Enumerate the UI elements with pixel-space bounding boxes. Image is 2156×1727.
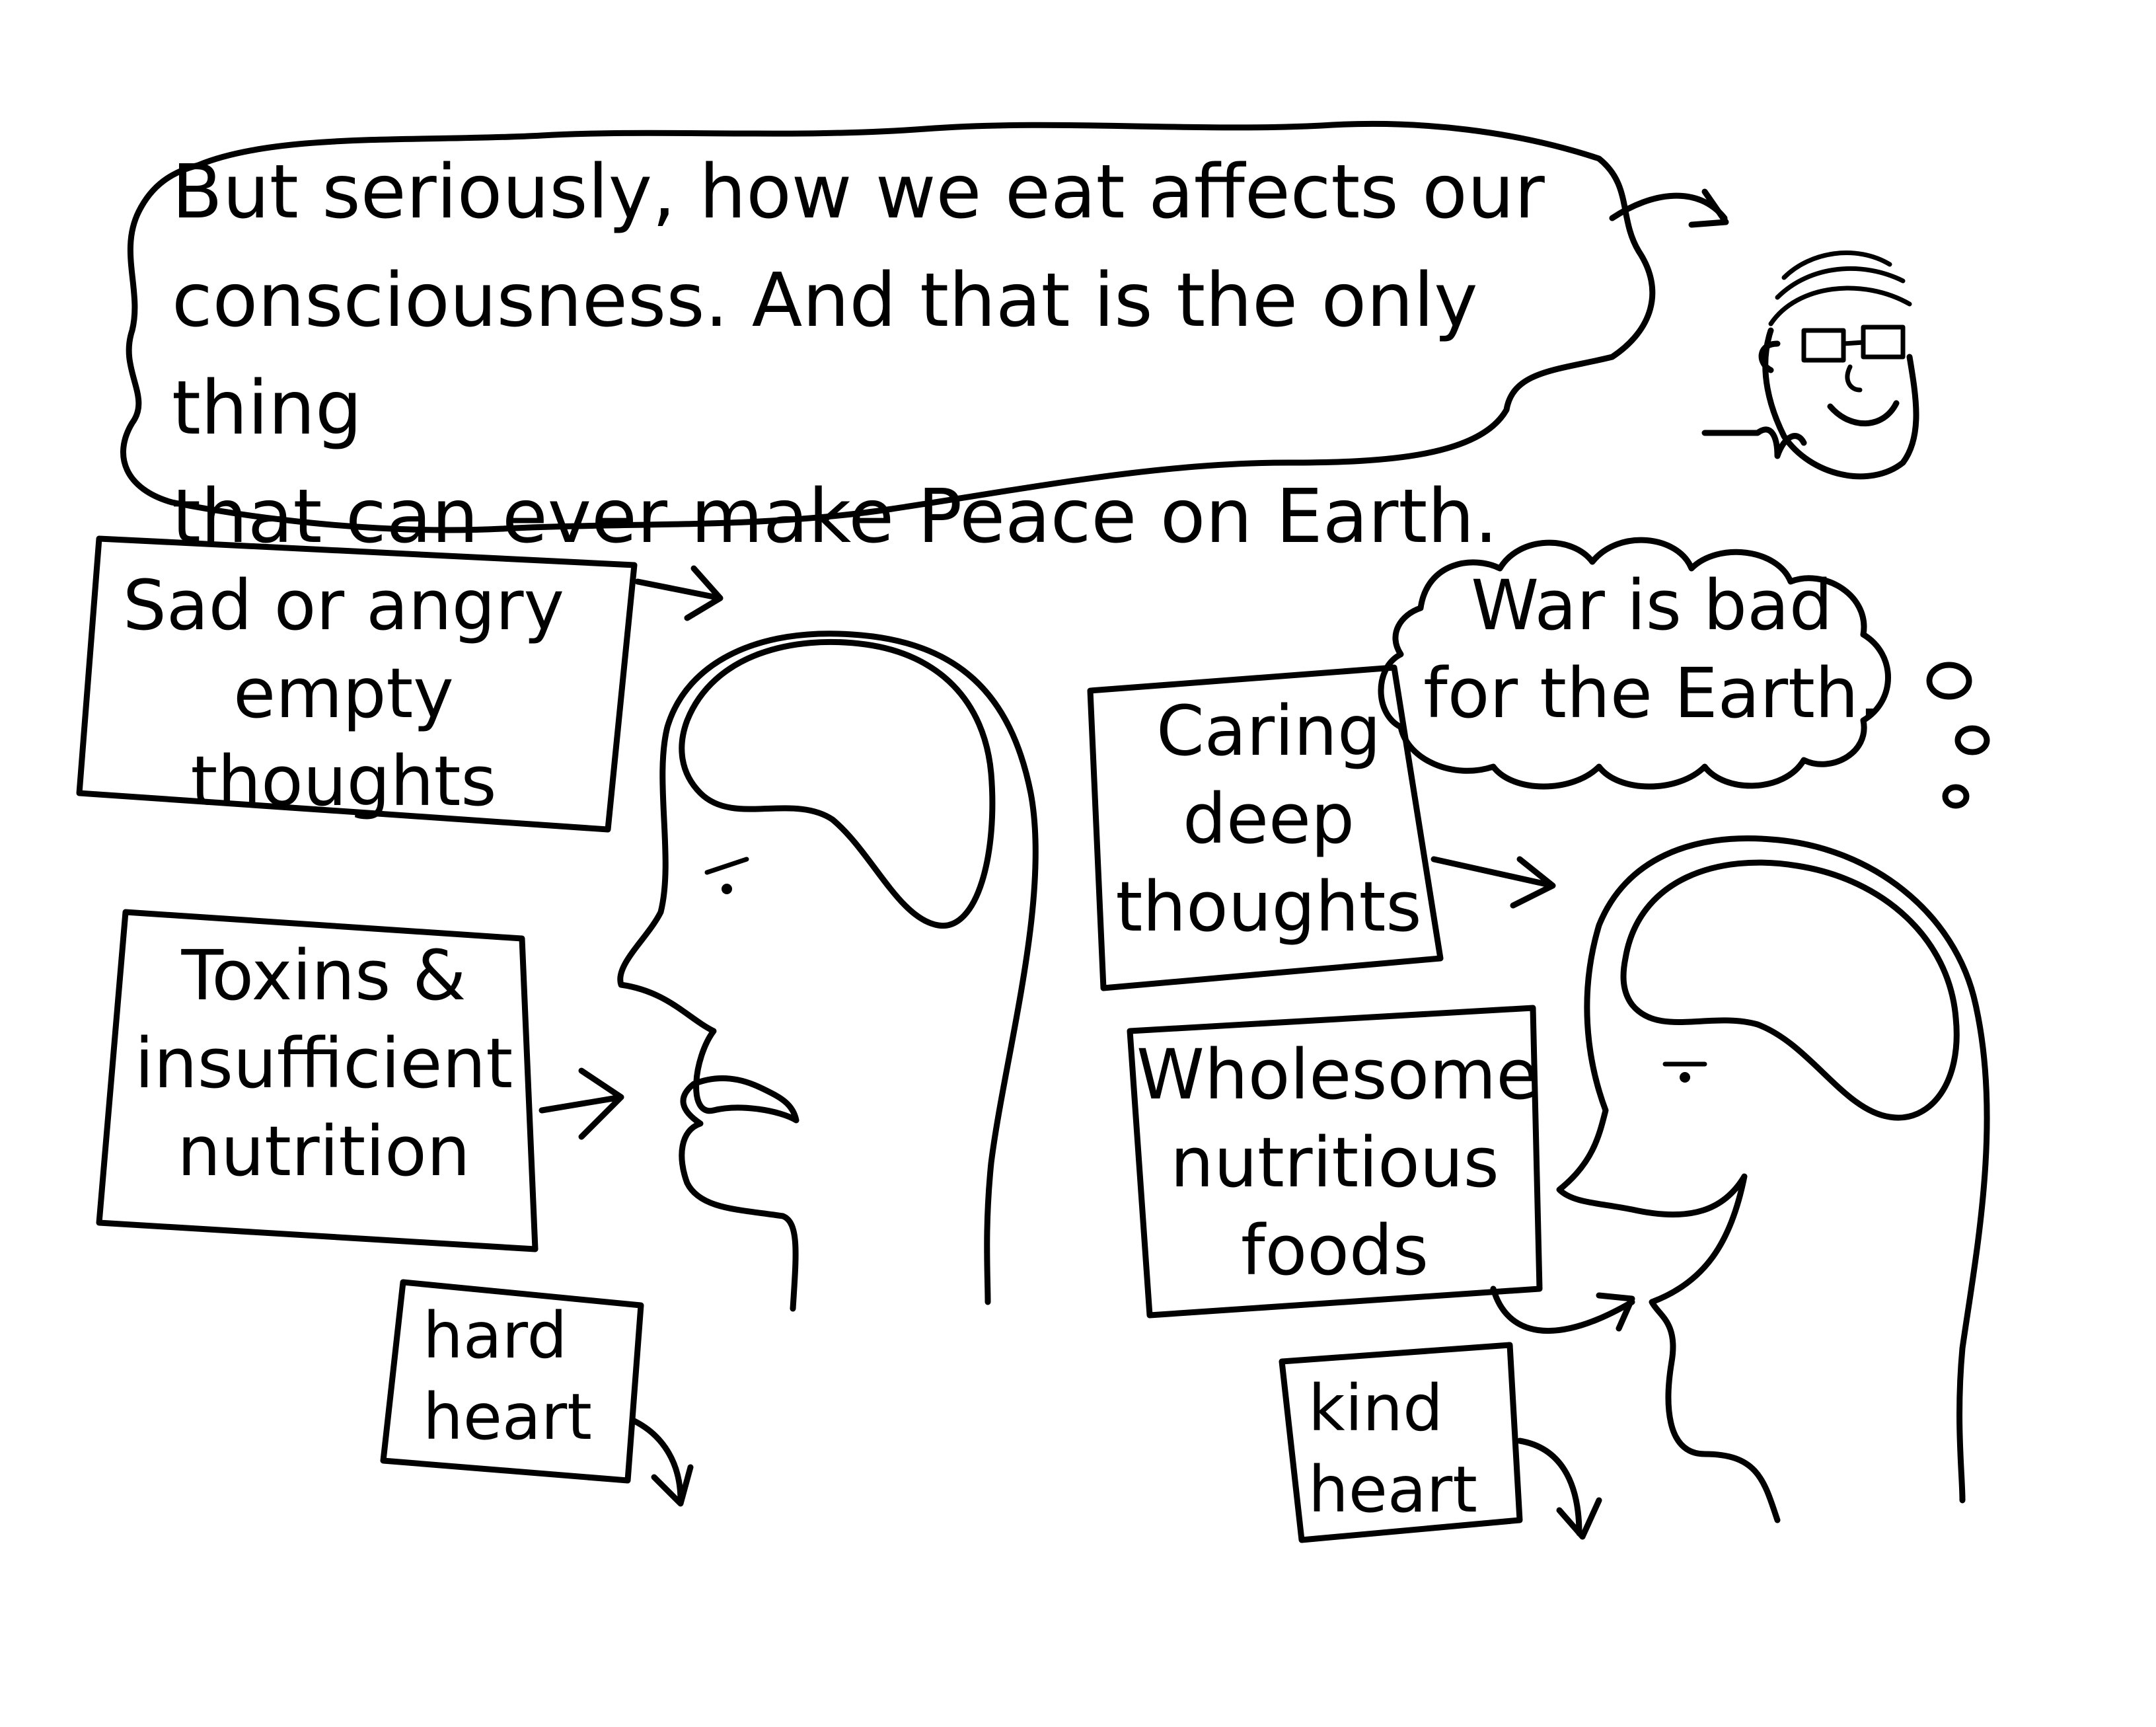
hard-heart-label: hard heart (423, 1299, 592, 1454)
box-kind-heart-outline (1279, 1342, 1523, 1543)
thought-bubble-dot-medium (1954, 725, 1990, 755)
box-sad-thoughts-outline (76, 535, 638, 833)
kind-heart-label: kind heart (1308, 1371, 1477, 1527)
wholesome-foods-label: Wholesome nutritious foods (1136, 1034, 1539, 1291)
left-brain-outline (679, 638, 996, 929)
box-hard-heart-outline (380, 1279, 644, 1484)
toxins-label: Toxins & insufficient nutrition (134, 935, 513, 1192)
left-head-profile (617, 631, 1039, 1312)
right-eye (1680, 1072, 1690, 1083)
thought-bubble-dot-large (1926, 662, 1972, 700)
left-eye (722, 884, 732, 894)
right-brain-outline (1620, 859, 1960, 1121)
arrow-caring-to-head (1431, 856, 1556, 909)
box-toxins-outline (96, 909, 539, 1252)
sad-thoughts-label: Sad or angry empty thoughts (122, 565, 565, 822)
arrow-kind-heart (1516, 1438, 1602, 1540)
speech-bubble-text: But seriously, how we eat affects our co… (172, 149, 1545, 560)
thought-cloud-outline (1378, 537, 1891, 790)
narrator-face (1701, 250, 1919, 480)
arrow-wholesome-to-mouth (1490, 1286, 1635, 1334)
left-eyebrow (704, 857, 749, 875)
speech-bubble-tail-arrow (1688, 188, 1729, 228)
thought-bubble-dot-small (1942, 784, 1970, 809)
box-wholesome-outline (1127, 1005, 1543, 1319)
box-caring-outline (1087, 664, 1444, 991)
speech-bubble-outline (120, 120, 1656, 533)
right-head-profile (1556, 835, 1990, 1523)
arrow-toxins-to-mouth (539, 1067, 624, 1140)
arrow-sad-to-head (634, 565, 724, 621)
thought-cloud-text: War is bad for the Earth. (1423, 565, 1880, 734)
arrow-hard-heart (631, 1418, 694, 1507)
caring-thoughts-label: Caring deep thoughts (1115, 691, 1422, 948)
